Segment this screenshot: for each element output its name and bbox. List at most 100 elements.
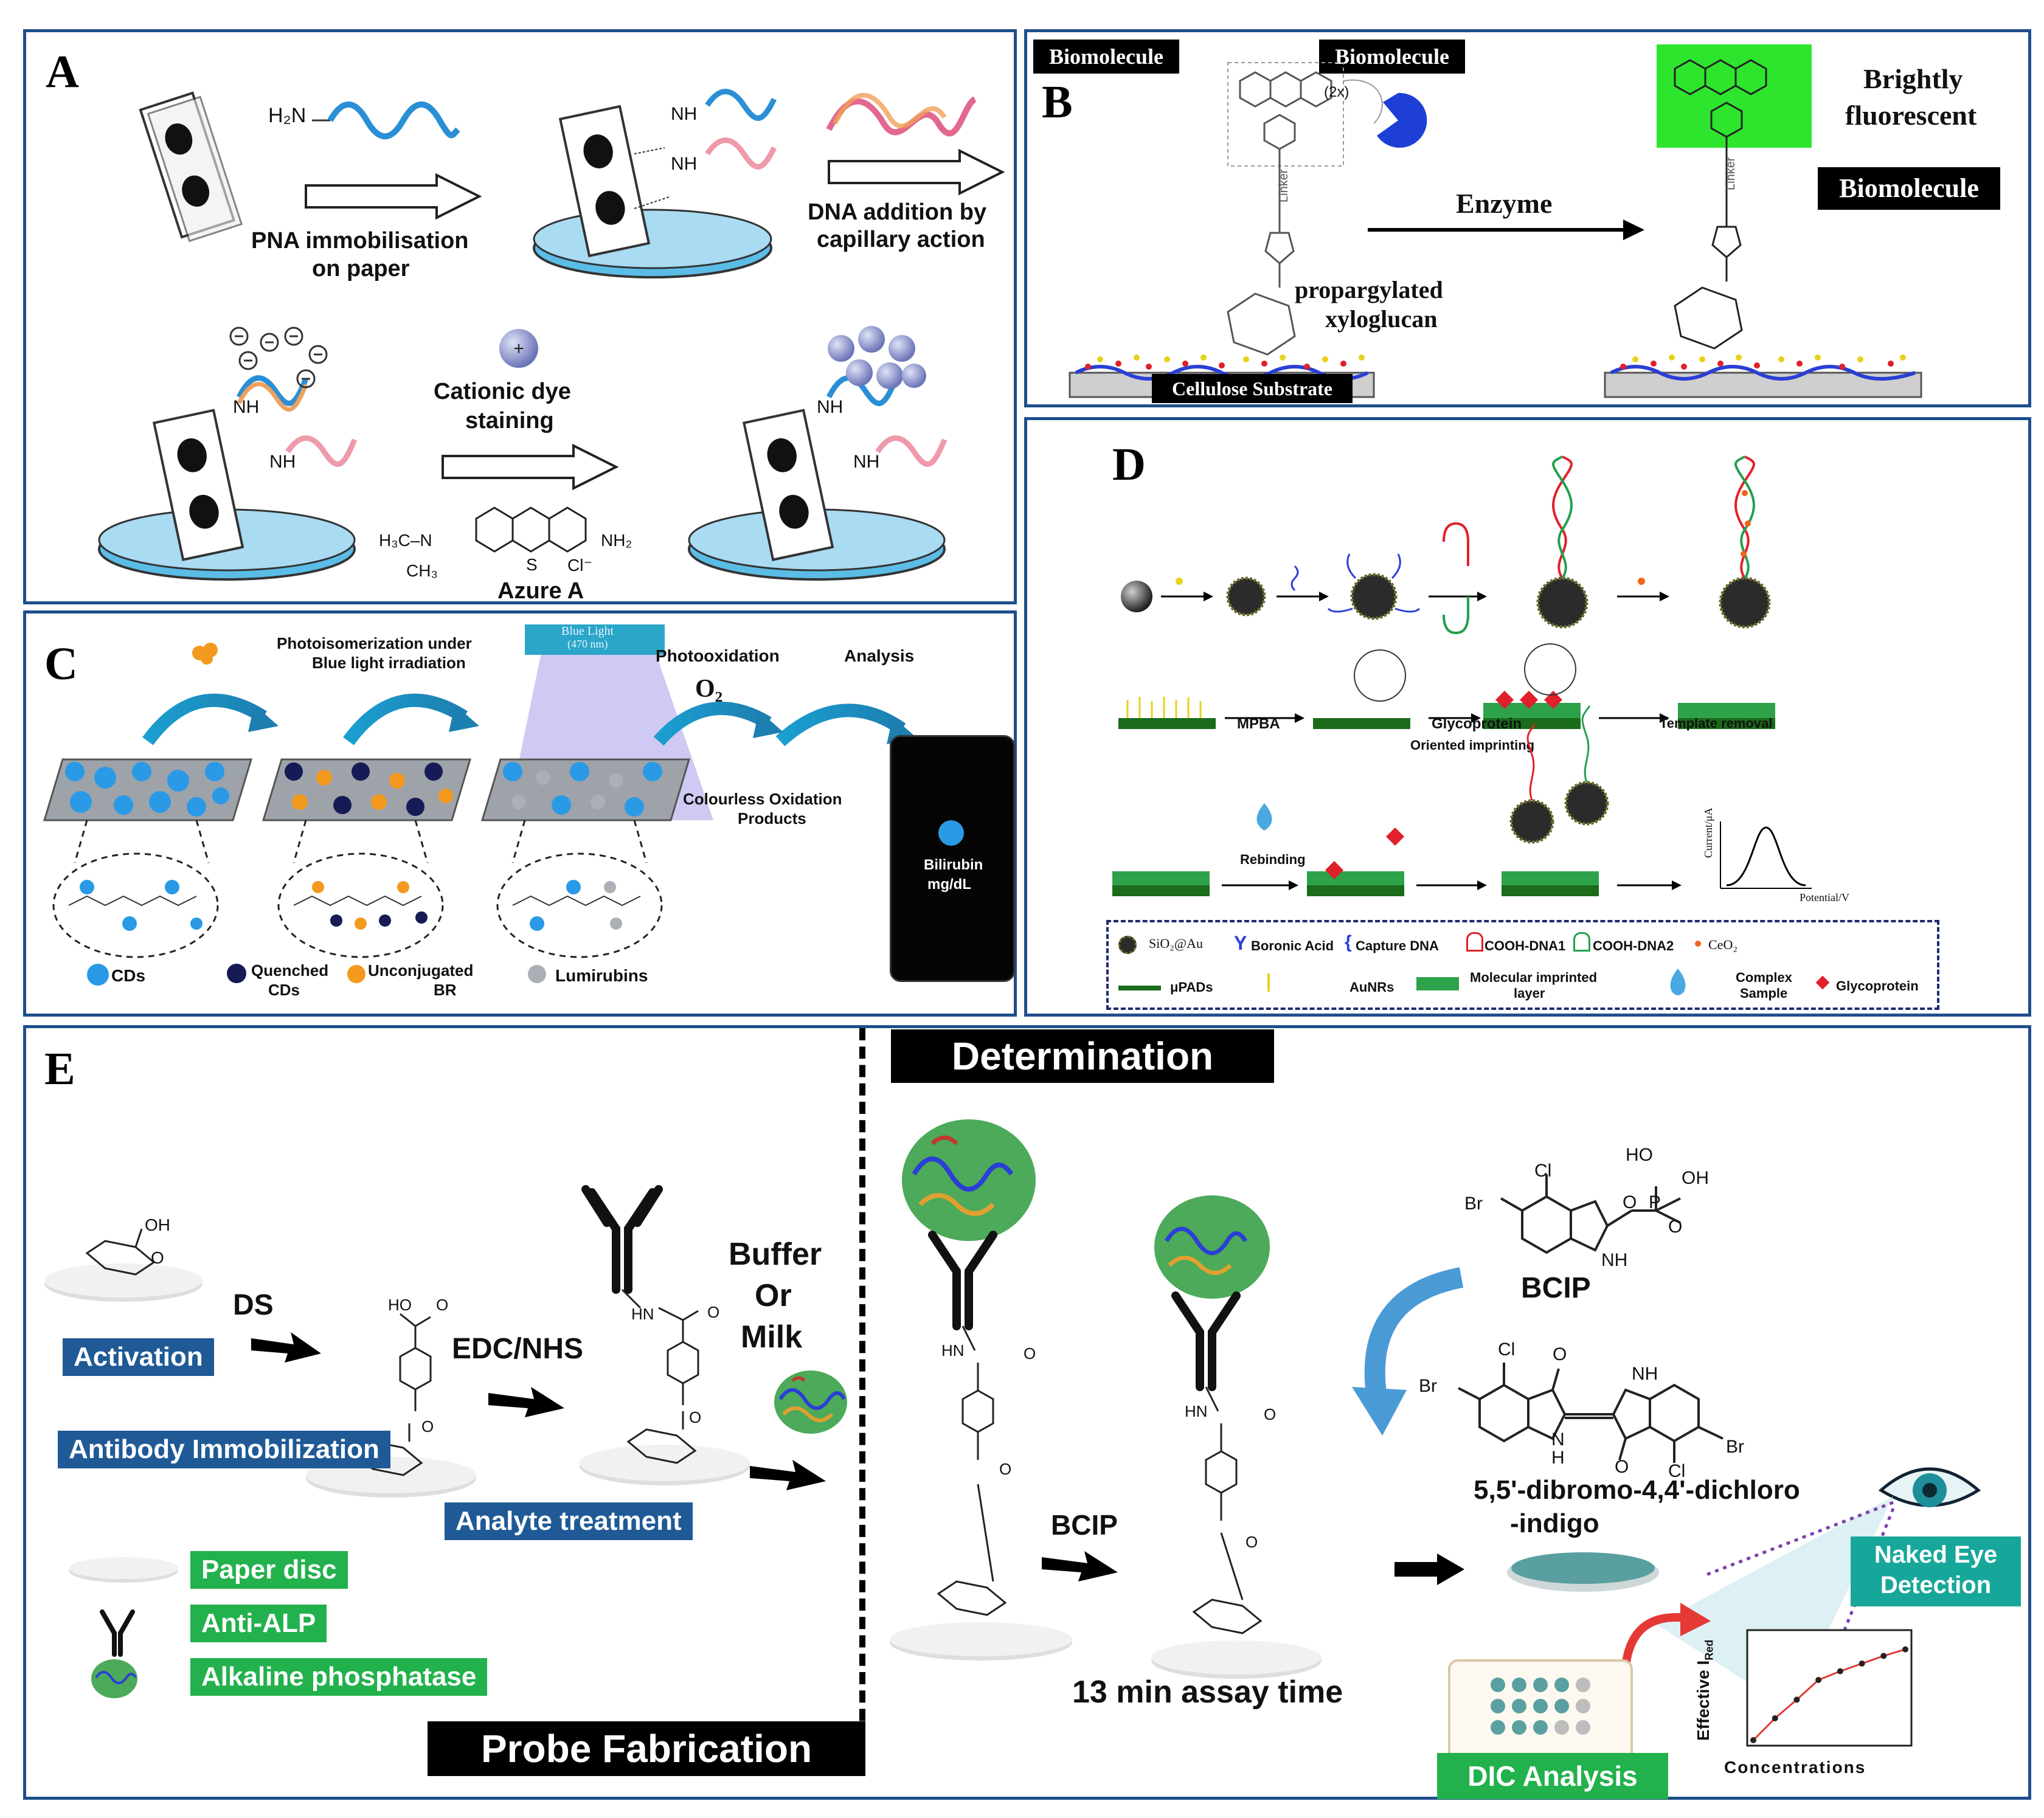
zoom-ellipses: [52, 820, 663, 958]
step-arrow-icon: [251, 1332, 321, 1363]
enzyme-text: Enzyme: [1456, 188, 1553, 219]
legend-glyco: Glycoprotein: [1836, 978, 1919, 994]
o-label: O: [436, 1296, 449, 1314]
legend-ceo2: CeO₂: [1708, 937, 1737, 952]
blue-light-label: Blue Light: [561, 624, 614, 638]
legend-cooh-dna1: COOH-DNA1: [1484, 938, 1566, 953]
anti-alp-legend-icon: [100, 1609, 135, 1657]
bilirubin-dot: [938, 820, 964, 846]
effective-i-text: Effective I: [1694, 1660, 1713, 1741]
legend-lumirubins-dot: [528, 965, 546, 983]
cooh-dna2-icon: [1573, 932, 1590, 952]
analyte-treatment-label: Analyte treatment: [445, 1502, 693, 1540]
naked-eye-text: Naked Eye: [1874, 1541, 1998, 1568]
legend-aunrs: AuNRs: [1349, 980, 1394, 995]
nh-label: NH: [671, 104, 698, 124]
ds-text: DS: [233, 1289, 274, 1321]
panel-e-label: E: [44, 1043, 75, 1094]
o-label: O: [1245, 1533, 1258, 1551]
chart-series-line: [1752, 1648, 1906, 1741]
paper-disc-stage-1: [44, 1228, 203, 1302]
red-subscript: Red: [1703, 1639, 1716, 1661]
determination-stage-2: [1151, 1195, 1322, 1679]
chart-point: [1880, 1653, 1887, 1659]
sio2au-icon: [1118, 936, 1137, 954]
chart-point: [1815, 1677, 1822, 1683]
legend-quenched-cds-text: CDs: [268, 981, 300, 999]
o-label: O: [1668, 1217, 1683, 1237]
calibration-chart-svg: [1746, 1629, 1913, 1747]
nh-label: NH: [1632, 1364, 1658, 1384]
propargylated-text: propargylated: [1295, 276, 1443, 303]
chart-point: [1793, 1696, 1800, 1703]
arrow-icon: [442, 443, 619, 491]
reaction-arrow-icon: [1368, 219, 1644, 240]
legend-lumirubins-text: Lumirubins: [555, 966, 648, 985]
panel-d-legend: [1106, 920, 1939, 1010]
bilirubin-text: Bilirubin: [924, 857, 983, 873]
cl-label: Cl⁻: [567, 556, 593, 575]
pna-strand-icon: [312, 101, 460, 140]
cationic-dye-icon: +: [499, 329, 538, 368]
capillary-action-text: capillary action: [817, 227, 985, 252]
h3c-n-label: H₃C–N: [379, 531, 432, 550]
nh-label: NH: [853, 452, 880, 472]
paper-substrate-cds: [43, 758, 253, 821]
milk-text: Milk: [741, 1319, 803, 1355]
nh-label: NH: [269, 452, 296, 472]
alkaline-phosphatase-label: Alkaline phosphatase: [190, 1658, 488, 1696]
panel-a-label: A: [46, 46, 79, 97]
nh-label: NH: [671, 154, 698, 174]
detection-text: Detection: [1880, 1572, 1992, 1599]
capture-dna-icon: {: [1345, 932, 1352, 952]
alkaline-phosphatase-icon: [774, 1370, 847, 1434]
eye-icon: [1878, 1467, 1981, 1507]
photoisomerization-text: Photoisomerization under: [277, 634, 472, 652]
divider-dashed-line: [859, 1028, 865, 1758]
legend-capture-dna: Capture DNA: [1356, 938, 1439, 953]
bilirubin-molecule-icon: [192, 643, 218, 665]
on-paper-text: on paper: [312, 256, 410, 282]
analysis-text: Analysis: [844, 646, 915, 665]
nh-label: NH: [1601, 1250, 1628, 1270]
activation-label: Activation: [63, 1338, 214, 1376]
svg-text:Linker: Linker: [1724, 157, 1737, 190]
ho-label: HO: [388, 1296, 412, 1314]
o2-text: O₂: [695, 675, 723, 703]
mip-icon: [1416, 977, 1459, 990]
chart-point: [1902, 1646, 1908, 1653]
pna-immobilisation-text: PNA immobilisation: [251, 228, 469, 254]
legend-cooh-dna2: COOH-DNA2: [1593, 938, 1674, 953]
glycoprotein-text: Glycoprotein: [1432, 716, 1522, 732]
chart-point: [1772, 1715, 1778, 1721]
n-label: N: [1551, 1429, 1565, 1450]
legend-mip: Molecular imprinted: [1470, 970, 1598, 985]
o-label: O: [1553, 1344, 1567, 1364]
xyloglucan-text: xyloglucan: [1325, 305, 1438, 333]
bcip-arrow-text: BCIP: [1051, 1509, 1118, 1541]
oriented-imprinting-text: Oriented imprinting: [1410, 738, 1535, 753]
o-label: O: [1623, 1192, 1637, 1212]
dic-analysis-label: DIC Analysis: [1437, 1753, 1668, 1799]
o-label: O: [999, 1460, 1012, 1478]
step-arrow-icon: [1394, 1554, 1464, 1585]
chart-point: [1750, 1737, 1756, 1743]
chart-point: [1837, 1668, 1843, 1675]
legend-unconjugated-dot: [347, 965, 365, 983]
brightly-text: Brightly: [1863, 63, 1963, 94]
h-label: H: [1551, 1448, 1565, 1468]
oh-label: OH: [145, 1215, 170, 1234]
ceo2-icon: [1695, 941, 1701, 947]
fluorescent-text: fluorescent: [1845, 100, 1977, 131]
oh-label: OH: [1682, 1168, 1709, 1188]
o-label: O: [1615, 1457, 1629, 1477]
paper-disc-label: Paper disc: [190, 1551, 348, 1589]
blue-light-source: [525, 624, 665, 655]
hn-label: HN: [1185, 1402, 1208, 1420]
chart-frame: [1746, 1629, 1913, 1747]
biomolecule-label-left: Biomolecule: [1033, 40, 1179, 74]
panel-b: Biomolecule Biomolecule B Linker (2x) pr…: [1024, 29, 2031, 407]
o-label: O: [421, 1417, 434, 1436]
two-x-label: (2x): [1324, 84, 1349, 100]
br-label: Br: [1464, 1194, 1483, 1214]
